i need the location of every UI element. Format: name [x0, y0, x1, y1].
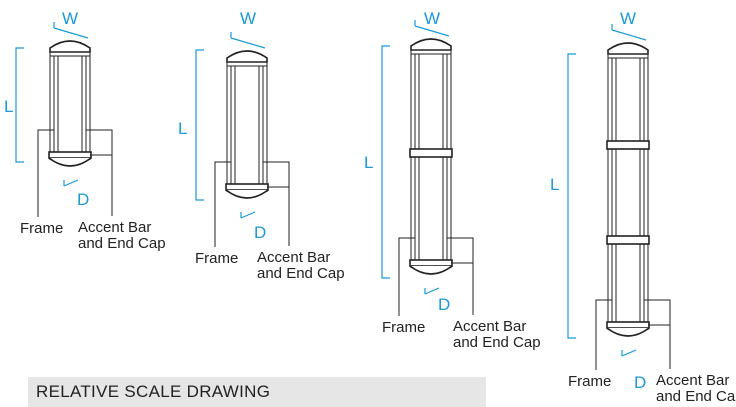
width-label: W: [620, 9, 636, 28]
accent-leader: [263, 161, 290, 246]
bottom-end-cap: [48, 157, 92, 167]
frame-label: Frame: [382, 319, 425, 336]
width-label: W: [62, 9, 78, 28]
frame-label: Frame: [195, 250, 238, 267]
length-bracket: [15, 47, 24, 163]
length-bracket: [567, 53, 576, 339]
bottom-accent-bar: [409, 259, 453, 267]
bottom-accent-bar: [606, 321, 650, 329]
end-cap-label: and End Cap: [257, 265, 345, 282]
frame-leader: [398, 237, 415, 316]
accent-leader: [447, 237, 474, 315]
top-end-cap: [607, 42, 649, 55]
accent-bar-label: Accent Bar: [78, 219, 151, 236]
frame-label: Frame: [568, 373, 611, 390]
top-end-cap: [226, 50, 268, 63]
end-cap-label: and End Cap: [78, 235, 166, 252]
depth-dimension-line: [424, 287, 440, 295]
length-bracket: [381, 45, 390, 279]
depth-dimension-line: [240, 211, 256, 219]
accent-band: [606, 235, 650, 245]
bottom-end-cap: [225, 189, 269, 199]
accent-bar-label: Accent Bar: [453, 318, 526, 335]
width-dimension-line: [53, 27, 89, 39]
accent-band: [606, 140, 650, 150]
depth-label: D: [438, 295, 450, 314]
length-label: L: [550, 175, 559, 194]
width-label: W: [424, 9, 440, 28]
caption-bar: RELATIVE SCALE DRAWING: [28, 377, 486, 407]
frame-leader: [214, 161, 231, 247]
depth-label: D: [77, 190, 89, 209]
depth-dimension-line: [621, 349, 637, 357]
length-label: L: [178, 119, 187, 138]
accent-bar-label: Accent Bar: [656, 372, 729, 389]
depth-dimension-line: [63, 179, 79, 187]
bottom-end-cap: [409, 265, 453, 275]
top-end-cap: [49, 40, 91, 53]
depth-label: D: [634, 373, 646, 392]
length-label: L: [4, 97, 13, 116]
accent-leader: [86, 129, 113, 216]
frame-leader: [595, 299, 612, 370]
frame-label: Frame: [20, 220, 63, 237]
accent-band: [409, 148, 453, 158]
bottom-accent-bar: [48, 151, 92, 159]
top-end-cap: [410, 38, 452, 51]
depth-label: D: [254, 223, 266, 242]
width-dimension-line: [414, 25, 450, 37]
frame-leader: [37, 129, 54, 217]
bottom-end-cap: [606, 327, 650, 337]
end-cap-label: and End Cap: [656, 388, 736, 405]
accent-leader: [644, 299, 671, 369]
width-label: W: [240, 9, 256, 28]
width-dimension-line: [611, 29, 647, 41]
width-dimension-line: [230, 37, 266, 49]
length-bracket: [195, 49, 204, 201]
accent-bar-label: Accent Bar: [257, 249, 330, 266]
length-label: L: [364, 153, 373, 172]
end-cap-label: and End Cap: [453, 334, 541, 351]
bottom-accent-bar: [225, 183, 269, 191]
relative-scale-caption: RELATIVE SCALE DRAWING: [36, 382, 271, 401]
